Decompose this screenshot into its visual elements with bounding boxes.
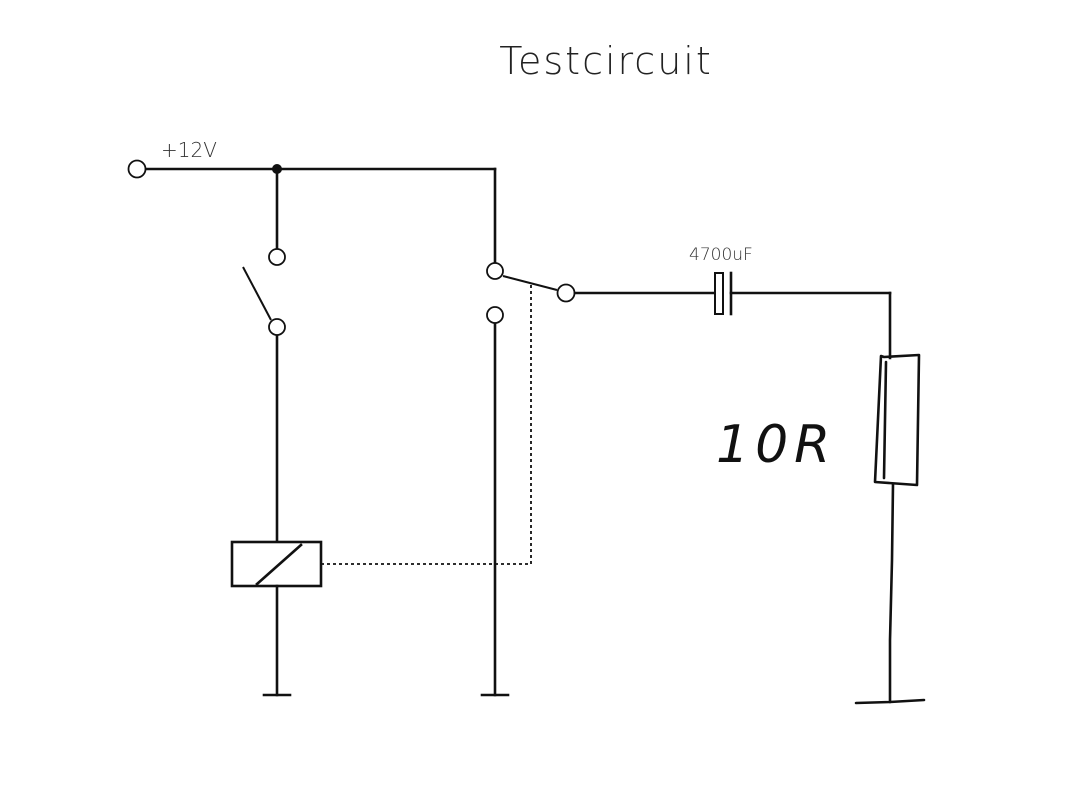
capacitor-label: 4700uF: [689, 245, 753, 265]
supply-voltage-label: +12V: [161, 138, 217, 162]
relay-contact-nc: [486, 262, 504, 280]
resistor-ground-wire: [888, 482, 895, 704]
relay-contact-no: [486, 306, 504, 324]
supply-terminal: [127, 159, 147, 179]
capacitor: [714, 271, 733, 316]
ground-symbol-right: [854, 698, 926, 705]
relay-contact: [486, 262, 576, 324]
switch-contact-top: [268, 248, 286, 266]
push-switch: [242, 167, 286, 336]
top-rail: [144, 164, 497, 264]
relay-coil: [230, 540, 323, 588]
switch-contact-bottom: [268, 318, 286, 336]
relay-contact-common: [556, 283, 576, 303]
diagram-title: Testcircuit: [499, 39, 713, 83]
resistor: [873, 353, 921, 487]
resistor-label: 10R: [716, 415, 836, 475]
mechanical-linkage: [321, 285, 532, 565]
